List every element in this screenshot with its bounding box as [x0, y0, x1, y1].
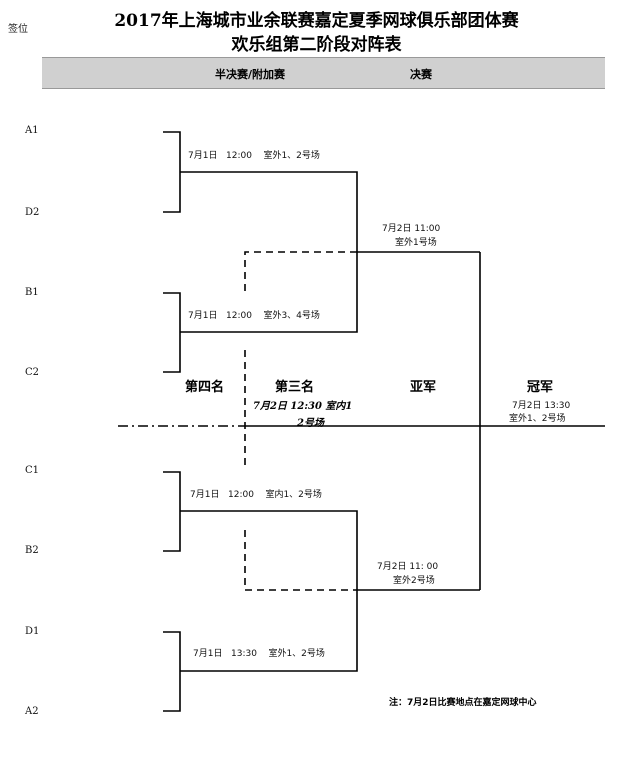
runner-up-label: 亚军: [410, 380, 437, 395]
header-final: 决赛: [410, 68, 432, 81]
semi2-out: [180, 252, 358, 333]
seed-label: D2: [25, 207, 40, 218]
semi4-info: 7月1日 13:30 室外1、2号场: [193, 646, 325, 659]
semi2-time: 12:00: [226, 311, 252, 321]
semi3-info: 7月1日 12:00 室内1、2号场: [190, 487, 322, 500]
third-place-match-line2: 2号场: [297, 418, 324, 429]
seed-label: D1: [25, 626, 40, 637]
semi2-info: 7月1日 12:00 室外3、4号场: [188, 308, 320, 321]
semi1-info: 7月1日 12:00 室外1、2号场: [188, 148, 320, 161]
third-place-match-line1: 7月2日 12:30 室内1: [253, 401, 353, 412]
seed-label: A2: [25, 706, 39, 717]
semi4-date: 7月1日: [193, 649, 223, 659]
upper-final-court: 室外1号场: [395, 238, 437, 248]
champion-match-time: 7月2日 13:30: [512, 401, 571, 411]
semi2-bracket: [163, 292, 181, 373]
semi4-out: [180, 590, 358, 672]
seed-label: C1: [25, 465, 40, 476]
corner-label: 签位: [8, 24, 28, 35]
seed-label: B2: [25, 545, 39, 556]
header-semifinal: 半决赛/附加赛: [215, 68, 286, 81]
semi4-bracket: [163, 631, 181, 712]
semi2-date: 7月1日: [188, 311, 218, 321]
semi1-date: 7月1日: [188, 151, 218, 161]
title-line-1: 2017年上海城市业余联赛嘉定夏季网球俱乐部团体赛: [114, 11, 519, 31]
champion-label: 冠军: [527, 380, 554, 395]
lower-final-time: 7月2日 11: 00: [377, 562, 439, 572]
semi4-court: 室外1、2号场: [268, 649, 325, 659]
semi1-bracket: [163, 131, 181, 213]
lower-final-court: 室外2号场: [393, 576, 435, 586]
semi3-bracket: [163, 471, 181, 552]
seed-label: C2: [25, 367, 40, 378]
venue-note: 注：7月2日比赛地点在嘉定网球中心: [389, 698, 537, 708]
semi1-time: 12:00: [226, 151, 252, 161]
seed-label: B1: [25, 287, 39, 298]
semi2-court: 室外3、4号场: [263, 311, 320, 321]
lower-loser-dashed: [244, 530, 357, 591]
semi3-out: [180, 510, 358, 590]
stage-header-band: [42, 57, 605, 89]
semi1-out: [180, 171, 358, 252]
semi1-court: 室外1、2号场: [263, 151, 320, 161]
title-line-2: 欢乐组第二阶段对阵表: [231, 35, 402, 55]
third-place-label: 第三名: [275, 380, 315, 395]
seed-label: A1: [25, 125, 39, 136]
semi3-date: 7月1日: [190, 490, 220, 500]
fourth-place-label: 第四名: [185, 380, 225, 395]
upper-loser-dashed: [244, 251, 357, 293]
champion-match-court: 室外1、2号场: [509, 414, 566, 424]
semi4-time: 13:30: [231, 649, 257, 659]
semi3-time: 12:00: [228, 490, 254, 500]
semi3-court: 室内1、2号场: [265, 490, 322, 500]
upper-final-time: 7月2日 11:00: [382, 224, 441, 234]
